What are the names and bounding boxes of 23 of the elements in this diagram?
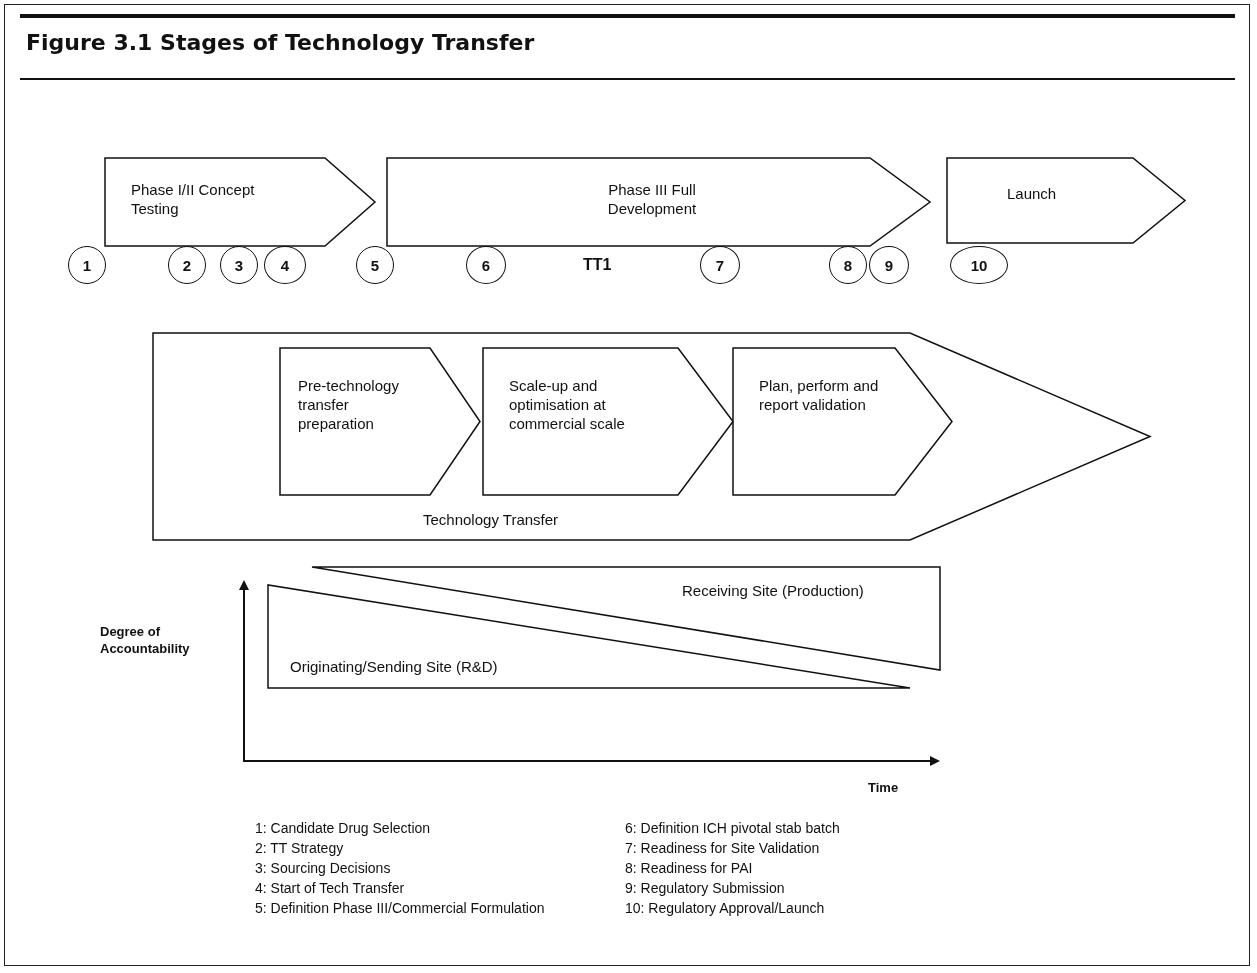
shape-label: Technology Transfer <box>423 510 560 529</box>
shape-label: Plan, perform and report validation <box>759 376 880 414</box>
key-item: 7: Readiness for Site Validation <box>625 839 821 857</box>
figure-title: Figure 3.1 Stages of Technology Transfer <box>26 30 535 55</box>
shape-label: Scale-up and optimisation at commercial scale <box>509 376 626 433</box>
key-item: 1: Candidate Drug Selection <box>255 819 432 837</box>
shape-label: Phase III Full Development <box>606 180 698 218</box>
shape-label: Receiving Site (Production) <box>682 581 865 600</box>
shape-label: Phase I/II Concept Testing <box>131 180 256 218</box>
shape-label: Pre-technology transfer preparation <box>298 376 400 433</box>
axis-title: Degree of Accountability <box>100 623 191 657</box>
shape-label: Originating/Sending Site (R&D) <box>290 657 499 676</box>
key-item: 8: Readiness for PAI <box>625 859 754 877</box>
axis-title: Time <box>868 780 900 795</box>
key-item: 4: Start of Tech Transfer <box>255 879 406 897</box>
key-item: 5: Definition Phase III/Commercial Formulation <box>255 899 546 917</box>
key-item: 6: Definition ICH pivotal stab batch <box>625 819 841 837</box>
milestone-label: TT1 <box>583 256 613 274</box>
key-item: 9: Regulatory Submission <box>625 879 786 897</box>
key-item: 2: TT Strategy <box>255 839 345 857</box>
key-item: 10: Regulatory Approval/Launch <box>625 899 826 917</box>
key-item: 3: Sourcing Decisions <box>255 859 392 877</box>
shape-label: Launch <box>1007 184 1058 203</box>
